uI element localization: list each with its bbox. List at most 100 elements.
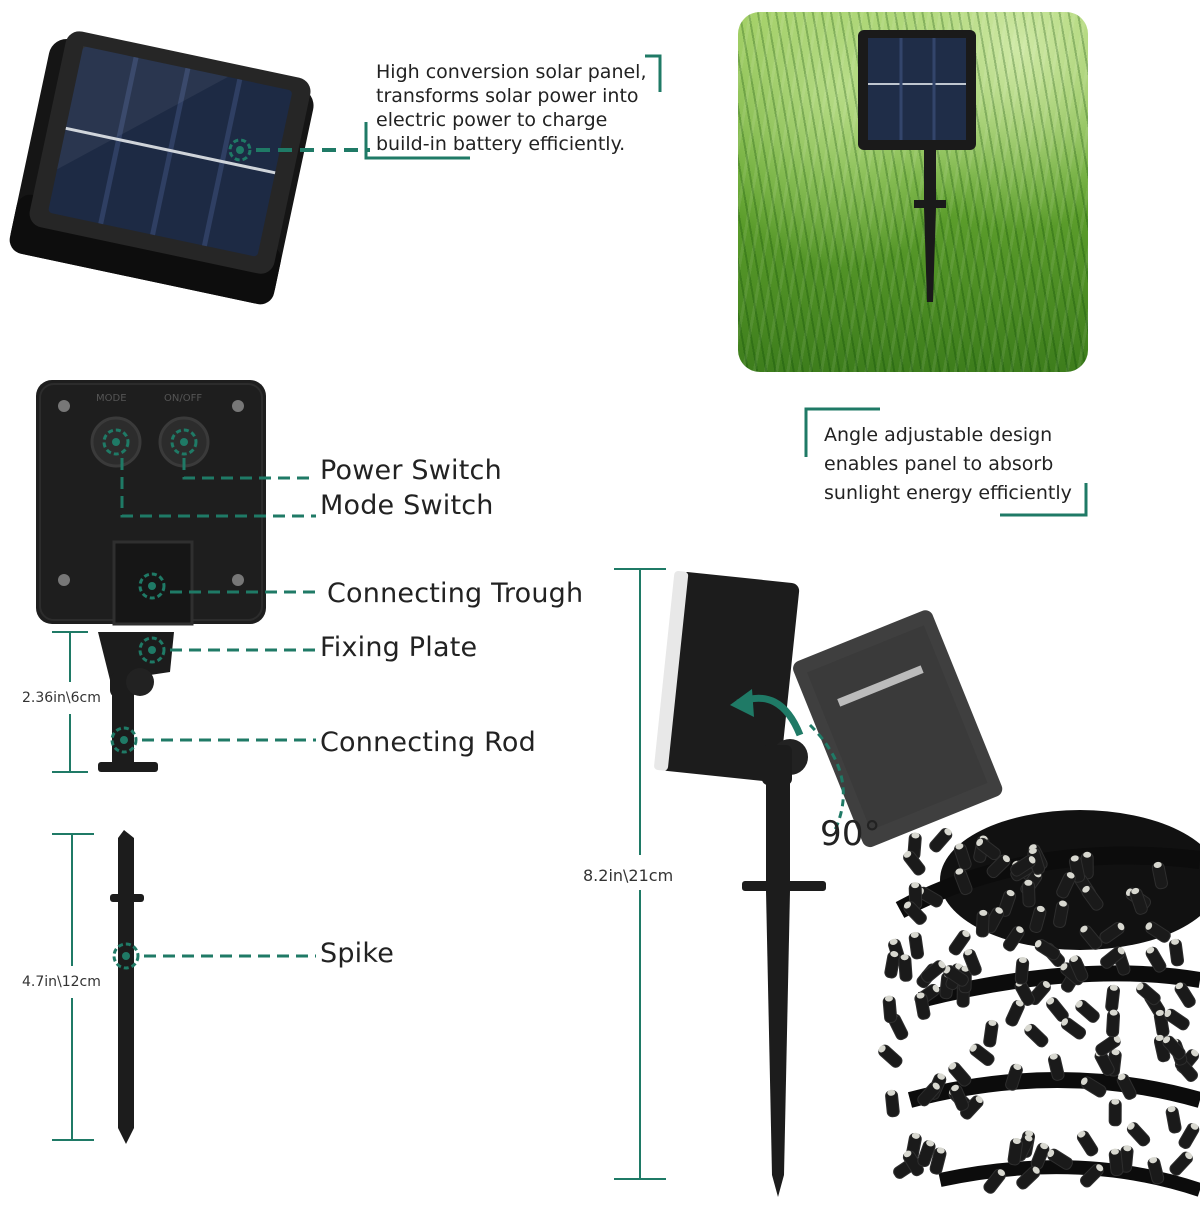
- rod-pointers: [52, 631, 316, 773]
- screw-icon: [58, 574, 70, 586]
- rod-image: [98, 632, 174, 772]
- led-bulb-icon: [1060, 1017, 1087, 1040]
- led-bulb-icon: [1079, 925, 1103, 950]
- led-bulb-icon: [986, 854, 1011, 879]
- panel-desc-bracket: [364, 54, 662, 160]
- led-bulb-icon: [1024, 1023, 1049, 1048]
- led-bulb-icon: [1076, 1130, 1099, 1157]
- mode-switch-label: Mode Switch: [320, 490, 494, 521]
- led-bulb-icon: [1145, 946, 1167, 973]
- spike-label: Spike: [320, 938, 395, 969]
- panel-desc-line: build-in battery efficiently.: [376, 133, 626, 155]
- angle-desc-line: enables panel to absorb: [824, 453, 1054, 475]
- led-bulb-icon: [1106, 1009, 1121, 1038]
- led-bulb-icon: [1080, 1163, 1104, 1188]
- led-bulb-icon: [917, 1082, 941, 1107]
- spike-height-dimension: 4.7in\12cm: [22, 974, 101, 990]
- rotation-angle-label: 90°: [820, 814, 881, 854]
- led-bulb-icon: [975, 909, 990, 938]
- led-bulb-icon: [1126, 1122, 1151, 1147]
- led-bulb-icon: [1162, 1035, 1186, 1060]
- led-bulb-icon: [1053, 900, 1069, 928]
- led-bulb-icon: [1016, 1166, 1041, 1190]
- power-switch-label: Power Switch: [320, 455, 502, 486]
- led-bulb-icon: [1005, 1000, 1025, 1027]
- panel-desc-line: transforms solar power into: [376, 85, 639, 107]
- led-bulb-icon: [929, 828, 953, 853]
- led-bulb-icon: [920, 960, 946, 983]
- led-bulb-icon: [983, 1019, 999, 1048]
- led-bulb-icon: [1174, 982, 1196, 1008]
- onoff-button-label: ON/OFF: [164, 393, 203, 404]
- solar-panel-image: [9, 31, 314, 305]
- led-bulb-icon: [1145, 921, 1171, 943]
- led-bulb-icon: [969, 1043, 995, 1066]
- led-bulb-icon: [1029, 905, 1047, 934]
- connecting-trough-label: Connecting Trough: [327, 578, 584, 609]
- led-bulb-icon: [1164, 1008, 1190, 1031]
- led-bulb-icon: [1095, 1034, 1121, 1057]
- led-bulb-icon: [1108, 1098, 1122, 1127]
- led-bulb-icon: [917, 1140, 936, 1168]
- led-bulb-icon: [1034, 939, 1061, 961]
- total-height-dimension: 8.2in\21cm: [583, 866, 674, 885]
- led-bulb-icon: [884, 951, 901, 979]
- mini-solar-light: [858, 30, 976, 302]
- led-bulb-icon: [878, 1044, 903, 1068]
- led-bulb-icon: [1178, 1123, 1200, 1149]
- led-bulb-icon: [903, 901, 927, 925]
- led-bulb-icon: [1129, 887, 1148, 915]
- led-bulb-icon: [1002, 926, 1025, 952]
- led-bulb-icon: [1147, 1157, 1165, 1185]
- led-bulb-icon: [898, 954, 913, 982]
- angle-desc-line: Angle adjustable design: [824, 424, 1053, 446]
- led-bulb-icon: [1047, 1148, 1073, 1170]
- mode-button-label: MODE: [96, 393, 127, 404]
- assembled-light-image: [654, 571, 1003, 1197]
- led-bulb-icon: [1014, 957, 1030, 985]
- rod-height-dimension: 2.36in\6cm: [22, 690, 101, 706]
- led-bulb-icon: [963, 949, 982, 976]
- led-bulb-icon: [983, 1168, 1006, 1194]
- led-bulb-icon: [1075, 999, 1100, 1023]
- led-bulb-icon: [948, 930, 971, 956]
- led-bulb-icon: [975, 837, 1001, 861]
- led-bulb-icon: [1081, 885, 1104, 911]
- led-bulb-icon: [1099, 921, 1125, 944]
- connecting-rod-label: Connecting Rod: [320, 727, 536, 758]
- led-bulb-icon: [1007, 1137, 1023, 1166]
- led-string-bundle: [878, 810, 1200, 1197]
- led-bulb-icon: [1010, 855, 1036, 877]
- led-bulb-icon: [1151, 861, 1168, 890]
- led-bulb-icon: [1169, 1151, 1193, 1176]
- led-bulb-icon: [1080, 1076, 1107, 1098]
- led-bulb-icon: [885, 1089, 900, 1118]
- led-bulb-icon: [1116, 1073, 1137, 1100]
- angle-description: Angle adjustable design enables panel to…: [824, 421, 1072, 508]
- angle-desc-bracket: [804, 407, 1088, 517]
- fixing-plate-label: Fixing Plate: [320, 632, 478, 663]
- led-bulb-icon: [948, 1062, 972, 1087]
- led-bulb-icon: [908, 931, 924, 960]
- led-bulb-icon: [882, 995, 898, 1024]
- led-bulb-icon: [914, 992, 931, 1020]
- grass-photo: [738, 12, 1088, 372]
- led-bulb-icon: [1168, 938, 1184, 967]
- total-height-bracket: [614, 568, 666, 1180]
- panel-desc-line: electric power to charge: [376, 109, 608, 131]
- panel-description: High conversion solar panel, transforms …: [376, 60, 647, 156]
- angle-desc-line: sunlight energy efficiently: [824, 482, 1072, 504]
- switch-pointers: [102, 428, 316, 600]
- led-bulb-icon: [1056, 872, 1076, 899]
- led-bulb-icon: [1005, 1063, 1023, 1091]
- screw-icon: [58, 400, 70, 412]
- solar-panel-pointer: [228, 138, 370, 162]
- led-bulb-icon: [953, 843, 972, 871]
- spike-pointers: [52, 833, 316, 1141]
- led-bulb-icon: [929, 1147, 947, 1175]
- led-bulb-icon: [953, 868, 973, 896]
- led-bulb-icon: [1069, 955, 1089, 982]
- led-bulb-icon: [1136, 982, 1161, 1006]
- panel-desc-line: High conversion solar panel,: [376, 61, 647, 83]
- led-bulb-icon: [1048, 1053, 1065, 1081]
